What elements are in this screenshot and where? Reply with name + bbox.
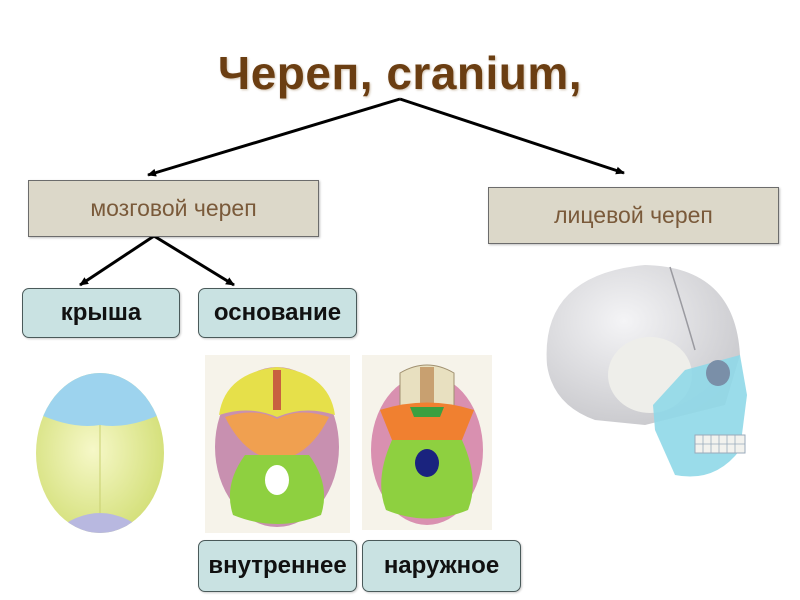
page-title: Череп, cranium, <box>217 47 583 99</box>
roof-box: крыша <box>22 288 180 338</box>
base-external-label: наружное <box>383 552 500 579</box>
base-box: основание <box>198 288 357 338</box>
base-label: основание <box>213 299 342 326</box>
base-internal-box: внутреннее <box>198 540 357 592</box>
base-external-box: наружное <box>362 540 521 592</box>
neurocranium-label: мозговой череп <box>90 195 257 221</box>
arrow-to-neurocranium <box>147 97 401 177</box>
neurocranium-box: мозговой череп <box>28 180 319 237</box>
skull-base-internal-illustration <box>205 355 350 533</box>
arrow-to-roof <box>79 234 155 287</box>
skull-roof-illustration <box>36 373 164 533</box>
viscerocranium-box: лицевой череп <box>488 187 779 244</box>
skull-base-external-illustration <box>362 355 492 530</box>
roof-label: крыша <box>60 299 142 326</box>
skull-lateral-illustration <box>546 265 747 477</box>
base-internal-label: внутреннее <box>208 552 347 579</box>
arrow-to-base <box>153 234 235 287</box>
arrow-to-viscerocranium <box>399 97 625 175</box>
viscerocranium-label: лицевой череп <box>554 202 713 228</box>
